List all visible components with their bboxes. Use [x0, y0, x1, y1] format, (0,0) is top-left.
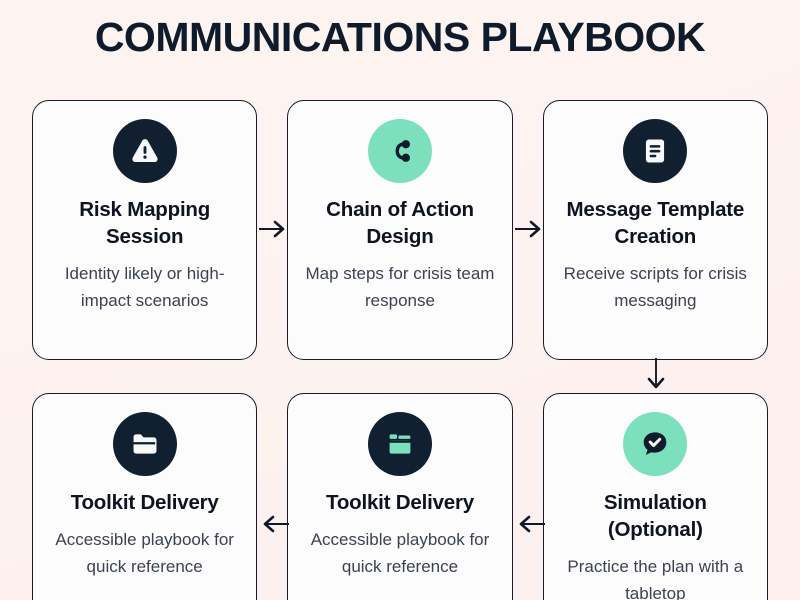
step-card-title: Toolkit Delivery [326, 491, 474, 514]
step-card-title: Toolkit Delivery [70, 491, 219, 514]
step-card-simulation-optional[interactable]: Simulation (Optional) Practice the plan … [542, 393, 768, 600]
arrow-step1-to-step2 [259, 218, 289, 240]
step-card-chain-of-action-design[interactable]: Chain of Action Design Map steps for cri… [287, 100, 513, 360]
step-card-title: Chain of Action Design [326, 198, 474, 249]
step-card-title: Message Template Creation [566, 198, 745, 249]
step-card-description: Accessible playbook for quick reference [55, 530, 234, 576]
share-nodes-icon [367, 119, 432, 183]
step-card-risk-mapping-session[interactable]: Risk Mapping Session Identity likely or … [32, 100, 258, 360]
document-lines-icon [623, 119, 688, 183]
arrow-step3-to-step6 [645, 358, 667, 394]
arrow-step2-to-step3 [515, 218, 545, 240]
chat-check-icon [623, 412, 688, 476]
folder-icon [112, 412, 177, 476]
step-card-description: Practice the plan with a tabletop [567, 557, 744, 600]
step-card-description: Map steps for crisis team response [305, 264, 495, 310]
arrow-step5-to-step4 [259, 513, 289, 535]
step-card-description: Accessible playbook for quick reference [310, 530, 490, 576]
step-card-message-template-creation[interactable]: Message Template Creation Receive script… [542, 100, 768, 360]
page-title: COMMUNICATIONS PLAYBOOK [94, 14, 706, 60]
arrow-step6-to-step5 [515, 513, 545, 535]
folder-mint-icon [367, 412, 432, 476]
step-card-title: Simulation (Optional) [603, 491, 707, 542]
step-card-title: Risk Mapping Session [79, 198, 211, 249]
step-card-toolkit-delivery-middle[interactable]: Toolkit Delivery Accessible playbook for… [287, 393, 513, 600]
step-card-description: Receive scripts for crisis messaging [563, 264, 747, 310]
flow-row-top: Risk Mapping Session Identity likely or … [32, 100, 768, 360]
step-card-description: Identity likely or high-impact scenarios [64, 264, 225, 310]
playbook-flow-grid: Risk Mapping Session Identity likely or … [32, 100, 768, 600]
step-card-toolkit-delivery-left[interactable]: Toolkit Delivery Accessible playbook for… [32, 393, 258, 600]
alert-triangle-icon [112, 119, 177, 183]
flow-row-bottom: Toolkit Delivery Accessible playbook for… [32, 393, 768, 600]
